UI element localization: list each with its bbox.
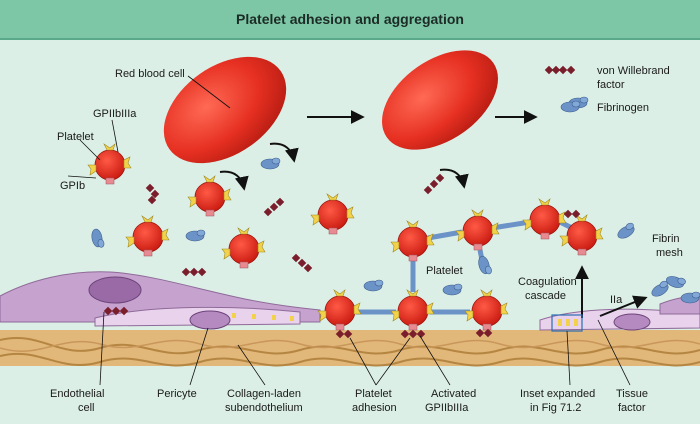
label-inset-line1: Inset expanded [520,388,595,400]
platelet [125,215,170,257]
platelet-adherent [317,289,362,331]
label-vwf-line1: von Willebrand [597,65,670,77]
platelet-aggregated [522,198,567,240]
label-fibrin-line2: mesh [656,247,683,259]
label-platelet-adhesion-line2: adhesion [352,402,397,414]
curved-arrow-3 [439,168,469,189]
platelet [221,227,266,269]
label-vwf-line2: factor [597,79,625,91]
label-tissue-line2: factor [618,402,646,414]
label-tissue-line1: Tissue [616,388,648,400]
label-activated-line1: Activated [431,388,476,400]
diagram-title: Platelet adhesion and aggregation [236,11,464,27]
label-platelet: Platelet [57,131,94,143]
title-bar: Platelet adhesion and aggregation [0,0,700,40]
label-coagulation-line1: Coagulation [518,276,577,288]
label-collagen-line2: subendothelium [225,402,303,414]
curved-arrow-1 [269,142,299,163]
leader-lines [67,75,631,386]
platelet-aggregated [390,220,435,262]
curved-arrow-2 [219,170,249,191]
platelet-aggregated [559,214,604,256]
label-iia: IIa [610,294,623,306]
label-collagen-line1: Collagen-laden [227,388,301,400]
platelet [310,193,355,235]
label-fibrin-line1: Fibrin [652,233,680,245]
label-coagulation-line2: cascade [525,290,566,302]
label-pericyte: Pericyte [157,388,197,400]
label-gpib: GPIb [60,180,85,192]
platelet-adherent [390,289,435,331]
label-endothelial-line2: cell [78,402,95,414]
platelet-aggregated [455,209,500,251]
label-inset-line2: in Fig 71.2 [530,402,581,414]
red-blood-cell-2 [382,50,498,150]
platelet-adherent [464,289,509,331]
label-activated-line2: GPIIbIIIa [425,402,469,414]
label-red-blood-cell: Red blood cell [115,68,185,80]
label-platelet-mid: Platelet [426,265,463,277]
diagram-svg: Red blood cell GPIIbIIIa Platelet GPIb v… [0,50,700,414]
label-endothelial-line1: Endothelial [50,388,104,400]
label-platelet-adhesion-line1: Platelet [355,388,392,400]
label-gpiibiiia: GPIIbIIIa [93,108,137,120]
platelet [187,175,232,217]
label-fibrinogen: Fibrinogen [597,102,649,114]
iia-arrow [599,295,648,317]
red-blood-cell-1 [163,56,287,164]
